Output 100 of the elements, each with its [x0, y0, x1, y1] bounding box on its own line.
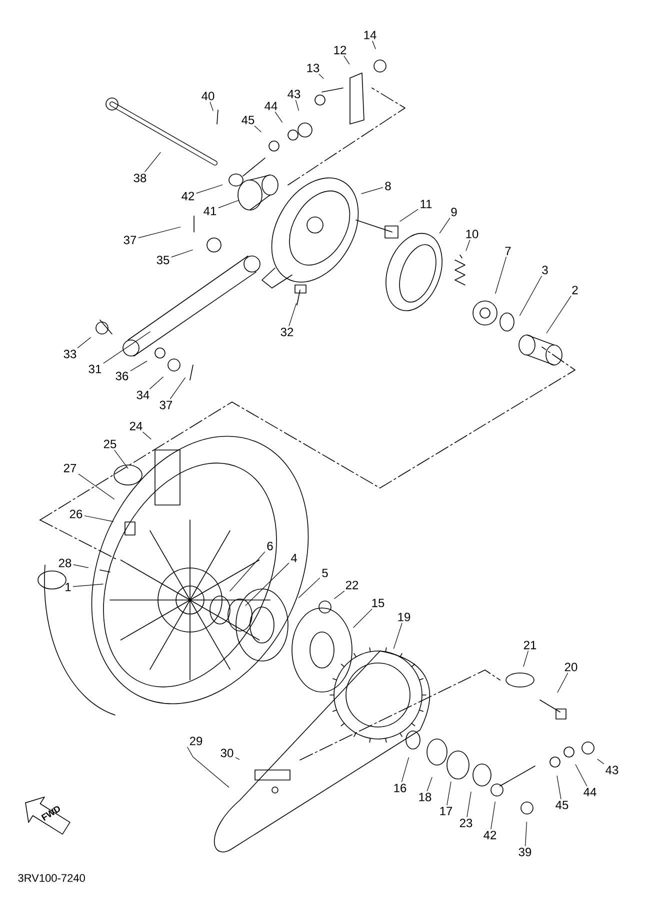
leader-line	[73, 564, 89, 568]
leader-line	[557, 672, 568, 693]
callout-number: 3	[542, 266, 548, 274]
leader-line	[520, 276, 542, 316]
callout-number: 9	[451, 208, 457, 216]
callout-number: 18	[419, 792, 432, 802]
leader-line	[187, 746, 230, 788]
callout-number: 19	[398, 612, 410, 622]
leader-line	[466, 240, 470, 252]
callout-number: 35	[156, 256, 170, 264]
callout-number: 39	[518, 848, 532, 856]
leader-line	[196, 184, 223, 194]
leader-line	[318, 74, 324, 79]
callout-number: 31	[88, 364, 102, 374]
callout-number: 17	[440, 806, 452, 816]
callout-number: 27	[64, 464, 76, 472]
leader-line	[597, 758, 604, 764]
callout-number: 32	[280, 328, 294, 336]
leader-line	[254, 126, 262, 132]
callout-number: 25	[104, 440, 116, 448]
callout-number: 13	[307, 64, 320, 72]
leader-line	[245, 562, 290, 606]
leader-line	[142, 432, 152, 440]
leader-line	[334, 590, 344, 599]
leader-line	[400, 209, 418, 222]
callout-number: 26	[70, 510, 82, 518]
leader-line	[523, 650, 528, 667]
leader-line	[353, 608, 372, 628]
leader-line	[144, 152, 161, 172]
leader-line	[495, 256, 507, 294]
callout-number: 4	[290, 554, 297, 562]
leader-line	[150, 376, 164, 390]
callout-number: 8	[385, 182, 391, 190]
leader-line	[556, 776, 562, 800]
callout-number: 11	[420, 200, 432, 208]
leader-line	[446, 782, 452, 806]
leader-line	[171, 250, 193, 258]
callout-number: 34	[136, 390, 150, 400]
callout-number: 6	[267, 542, 273, 550]
leader-line	[490, 802, 496, 830]
leader-line	[84, 515, 114, 522]
callout-number: 42	[484, 830, 496, 840]
callout-number: 1	[66, 582, 71, 592]
leader-line	[426, 777, 432, 792]
callout-number: 14	[364, 30, 376, 40]
callout-number: 43	[288, 90, 300, 98]
leader-line	[230, 552, 266, 592]
callout-number: 28	[58, 558, 72, 568]
callout-number: 15	[372, 598, 384, 608]
callout-number: 7	[505, 246, 511, 256]
leader-line	[439, 218, 450, 234]
callout-number: 42	[182, 192, 194, 200]
leader-line	[235, 757, 240, 760]
callout-number: 30	[220, 748, 234, 758]
callout-number: 22	[346, 580, 358, 590]
leader-line	[218, 200, 240, 208]
callout-number: 5	[322, 568, 328, 578]
leader-line	[274, 112, 282, 122]
leader-line	[72, 584, 104, 587]
leader-line	[138, 226, 181, 238]
callout-number: 38	[134, 174, 146, 182]
callout-number: 37	[160, 400, 172, 410]
callout-number: 12	[334, 46, 346, 54]
callout-number: 45	[556, 800, 568, 810]
callout-number: 44	[584, 788, 596, 796]
leader-line	[361, 187, 384, 194]
callout-number: 29	[190, 736, 202, 746]
leader-line	[130, 360, 148, 372]
leader-line	[210, 102, 214, 111]
callout-number: 43	[606, 766, 618, 774]
callout-number: 20	[564, 662, 578, 672]
leader-line	[78, 474, 114, 500]
callout-number: 23	[460, 818, 472, 828]
leader-line	[77, 337, 91, 348]
leader-line	[344, 56, 350, 64]
callout-number: 21	[524, 640, 536, 650]
leader-line	[466, 792, 472, 818]
part-number: 3RV100-7240	[18, 874, 85, 882]
leader-line	[170, 378, 186, 400]
leader-line	[298, 578, 320, 598]
leader-line	[372, 40, 376, 50]
arrow-label: FWD	[41, 806, 60, 821]
callout-number: 16	[394, 784, 406, 792]
callout-number: 41	[204, 206, 216, 216]
leader-line	[575, 764, 588, 786]
leader-line	[546, 296, 572, 334]
callout-number: 2	[572, 286, 578, 294]
callout-number: 24	[130, 422, 142, 430]
leader-line	[114, 450, 128, 469]
callout-number: 36	[116, 372, 128, 380]
leader-line	[295, 100, 299, 111]
callout-number: 44	[264, 102, 278, 110]
leader-line	[393, 622, 402, 649]
callout-number: 45	[242, 116, 254, 124]
callout-number: 37	[124, 236, 136, 244]
leader-line	[401, 757, 409, 782]
leader-line	[525, 822, 527, 846]
leader-line	[103, 331, 150, 364]
callout-number: 33	[64, 350, 76, 358]
callout-number: 40	[202, 92, 214, 100]
